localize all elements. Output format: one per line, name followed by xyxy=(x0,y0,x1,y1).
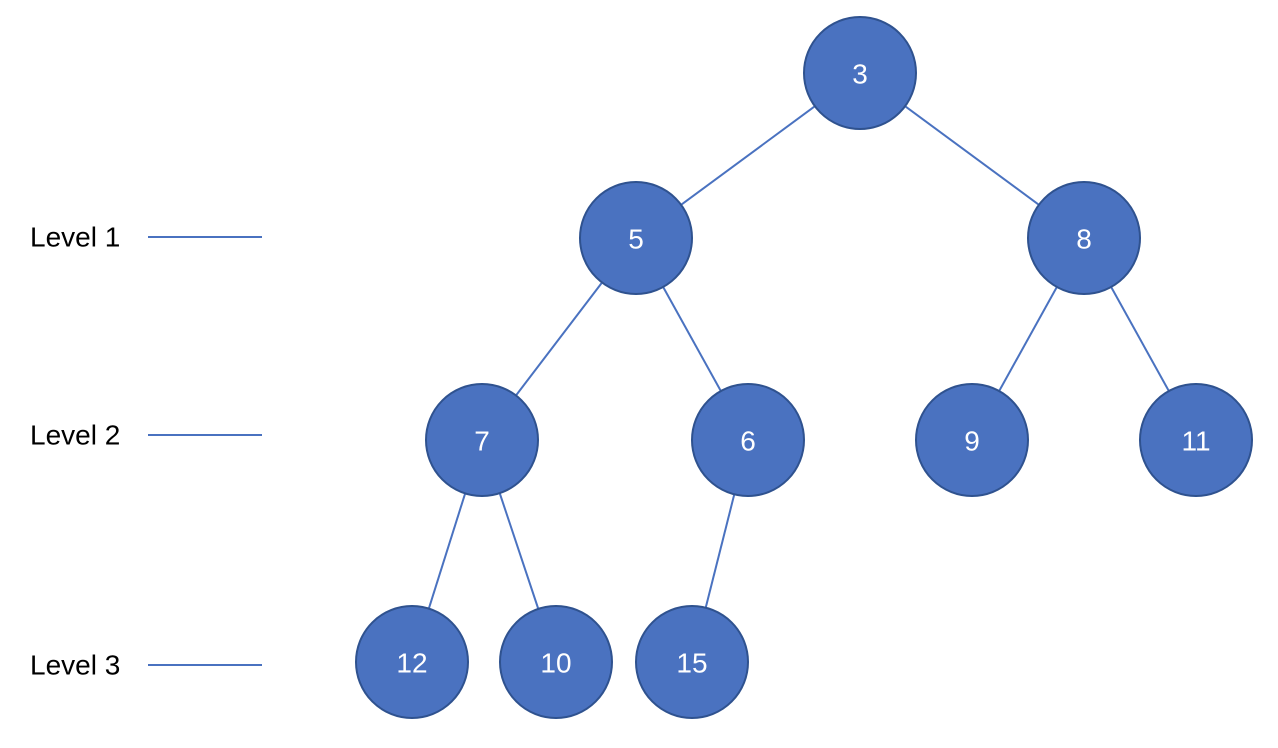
level-markers: Level 1 Level 2 Level 3 xyxy=(30,222,262,681)
level-3-label: Level 3 xyxy=(30,650,120,681)
tree-node-12: 12 xyxy=(355,605,469,719)
node-value: 15 xyxy=(676,648,707,679)
node-value: 10 xyxy=(540,648,571,679)
edge-n5-n6 xyxy=(662,286,722,392)
node-circle xyxy=(635,605,749,719)
edge-n6-n15 xyxy=(704,494,736,608)
node-circle xyxy=(803,16,917,130)
node-value: 11 xyxy=(1181,426,1210,457)
tree-node-8: 8 xyxy=(1027,181,1141,295)
edge-n5-n7 xyxy=(515,281,603,397)
node-value: 8 xyxy=(1076,224,1092,255)
node-circle xyxy=(579,181,693,295)
node-circle xyxy=(1139,383,1253,497)
edge-n3-n5 xyxy=(680,105,816,206)
node-circle xyxy=(499,605,613,719)
level-1-label: Level 1 xyxy=(30,222,120,253)
node-value: 7 xyxy=(474,426,490,457)
tree-node-15: 15 xyxy=(635,605,749,719)
node-circle xyxy=(1027,181,1141,295)
node-circle xyxy=(355,605,469,719)
node-value: 9 xyxy=(964,426,980,457)
node-value: 12 xyxy=(396,648,427,679)
node-circle xyxy=(915,383,1029,497)
node-value: 6 xyxy=(740,426,756,457)
tree-node-10: 10 xyxy=(499,605,613,719)
tree-node-5: 5 xyxy=(579,181,693,295)
node-value: 3 xyxy=(852,59,868,90)
edge-n3-n8 xyxy=(904,105,1040,206)
node-circle xyxy=(425,383,539,497)
tree-nodes: 3 5 8 7 6 9 11 12 10 15 xyxy=(355,16,1253,719)
tree-node-7: 7 xyxy=(425,383,539,497)
tree-edges xyxy=(427,105,1170,610)
node-value: 5 xyxy=(628,224,644,255)
edge-n8-n9 xyxy=(998,286,1058,392)
tree-node-6: 6 xyxy=(691,383,805,497)
tree-node-9: 9 xyxy=(915,383,1029,497)
tree-node-11: 11 xyxy=(1139,383,1253,497)
node-circle xyxy=(691,383,805,497)
edge-n8-n11 xyxy=(1110,286,1170,392)
level-2-label: Level 2 xyxy=(30,420,120,451)
tree-node-3: 3 xyxy=(803,16,917,130)
edge-n7-n10 xyxy=(498,492,540,610)
edge-n7-n12 xyxy=(427,493,467,609)
